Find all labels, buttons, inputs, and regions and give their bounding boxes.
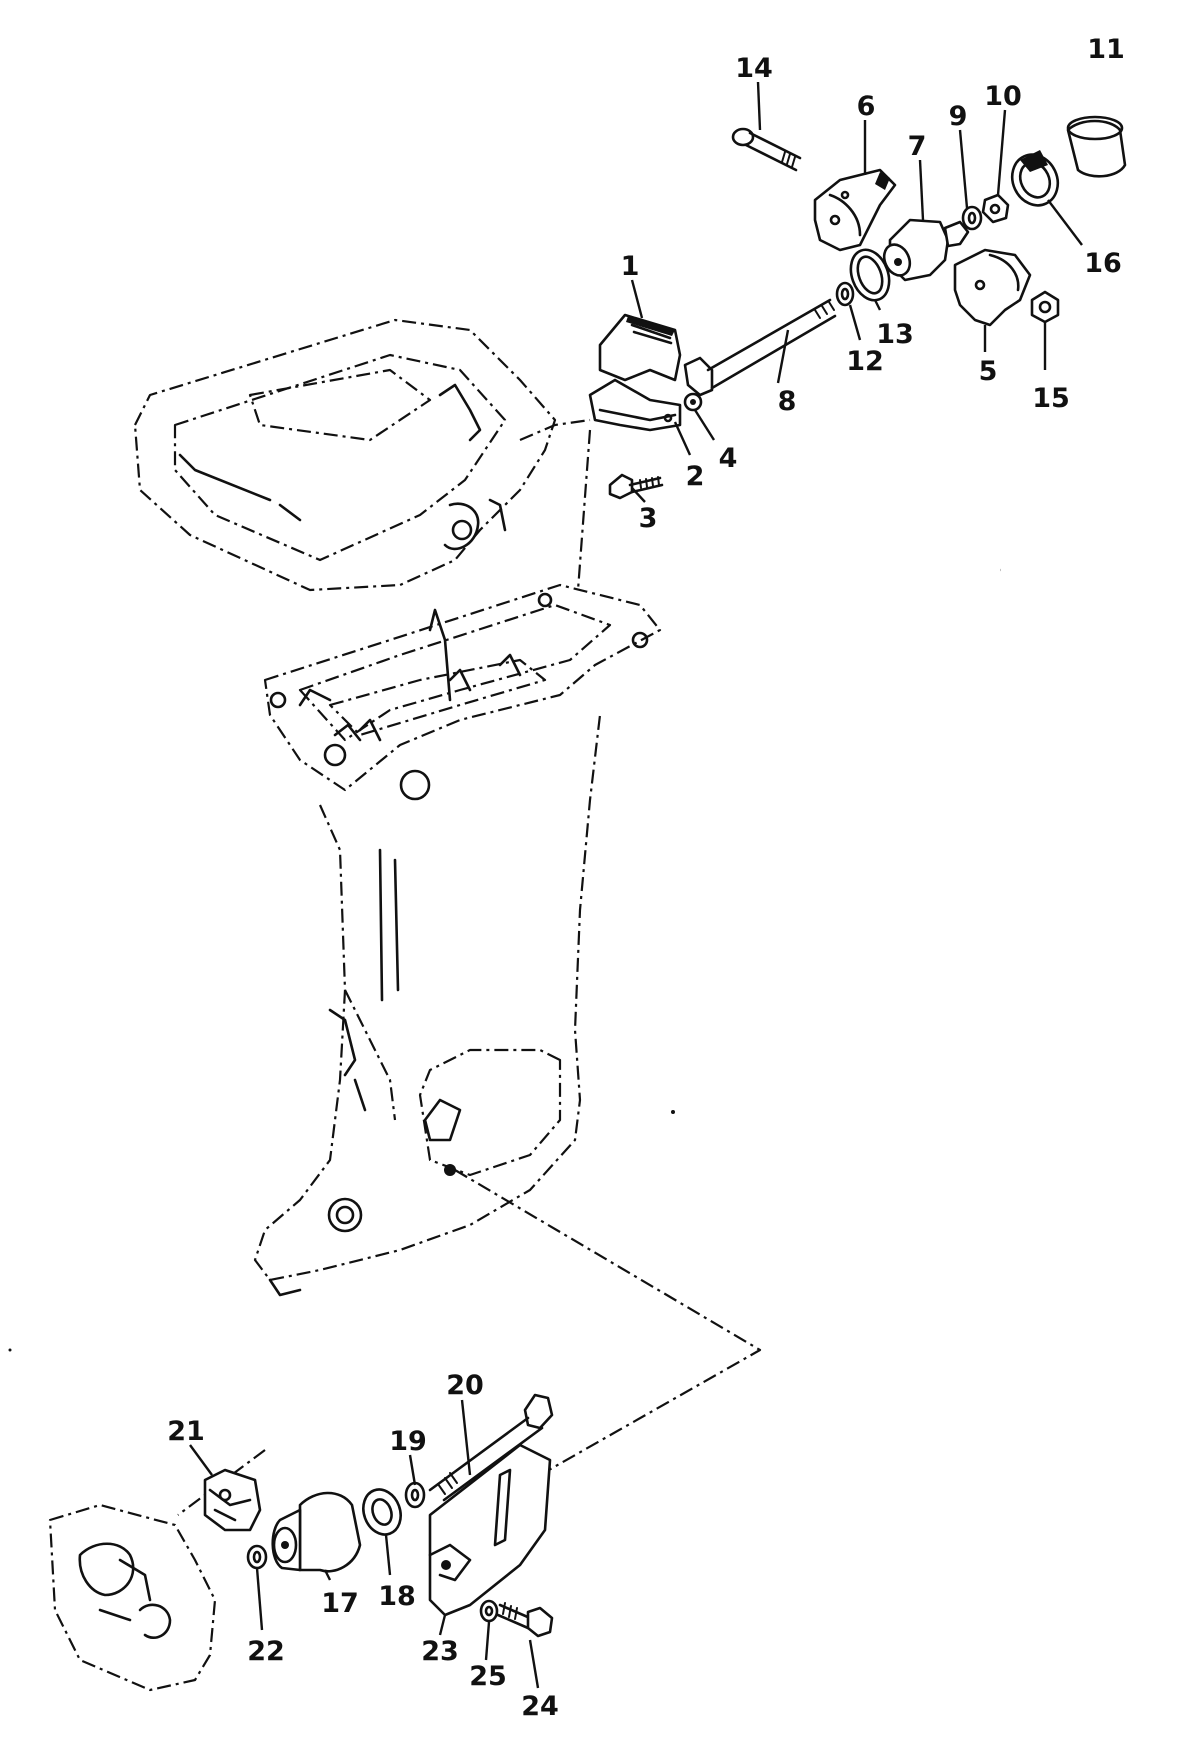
callout-14: 14 [735,53,773,84]
leader-1 [630,279,644,319]
callout-10: 10 [984,81,1022,112]
callout-3: 3 [639,503,658,534]
callout-12: 12 [846,346,884,377]
part-1-bracket [598,313,682,382]
leader-23 [438,1614,447,1636]
part-16-clamp [1010,150,1060,207]
leader-7 [918,159,925,221]
leader-12 [848,304,862,341]
callout-24: 24 [521,1691,559,1722]
callout-13: 13 [876,319,914,350]
callout-23: 23 [421,1636,459,1667]
leader-20 [460,1399,472,1476]
callout-11: 11 [1087,34,1125,65]
callout-22: 22 [247,1636,285,1667]
leader-9 [958,129,969,209]
leader-10 [996,109,1007,196]
part-21-clamp [203,1468,262,1532]
leader-17 [323,1569,332,1581]
part-8-bolt [683,298,837,397]
callout-4: 4 [719,443,738,474]
part-4-nut [683,392,703,412]
part-2-bracket [588,378,682,432]
callout-labels: 1 2 3 4 5 6 7 8 9 10 11 12 13 14 15 16 1… [167,34,1125,1722]
part-10-nut [981,193,1010,224]
part-17-mount [271,1491,362,1573]
leader-4 [693,409,716,441]
leader-21 [189,1444,213,1476]
part-19-washer [404,1481,426,1509]
part-15-nut [1030,290,1060,324]
part-9-washer [961,205,983,231]
part-14-bolt [731,127,802,172]
callout-21: 21 [167,1416,205,1447]
part-22-washer [246,1544,268,1570]
part-11-cap [1066,115,1127,178]
part-18-spacer [362,1488,402,1536]
callout-2: 2 [686,461,705,492]
part-7-mount [882,218,970,282]
alignment-lines [177,418,762,1516]
leader-24 [528,1639,540,1689]
phantom-top-cover [133,318,557,592]
callout-19: 19 [389,1426,427,1457]
part-25-washer [479,1599,499,1623]
callout-25: 25 [469,1661,507,1692]
callout-7: 7 [908,131,927,162]
callout-9: 9 [949,101,968,132]
part-6-clamp [813,168,897,252]
part-20-bolt [428,1393,554,1502]
leader-3 [631,487,646,503]
leader-16 [1047,199,1083,246]
part-3-bolt [608,473,664,500]
phantom-lower-bracket [48,1503,217,1692]
callout-8: 8 [778,386,797,417]
callout-17: 17 [321,1588,359,1619]
leader-8 [776,329,790,384]
part-24-bolt [496,1602,554,1638]
callout-5: 5 [979,356,998,387]
part-23-plate [428,1443,552,1617]
callout-15: 15 [1032,383,1070,414]
leader-19 [408,1454,417,1486]
leader-13 [873,299,882,311]
callout-6: 6 [857,91,876,122]
callout-18: 18 [378,1581,416,1612]
callout-1: 1 [621,251,640,282]
leader-lines [189,81,1083,1689]
callout-20: 20 [446,1370,484,1401]
leader-14 [756,81,762,131]
phantom-driveshaft-housing [253,583,662,1297]
leader-18 [384,1534,392,1576]
part-5-clamp [953,248,1032,327]
leader-2 [673,421,692,456]
callout-16: 16 [1084,248,1122,279]
part-12-washer [835,281,855,307]
stray-dots [8,1110,675,1352]
leader-22 [255,1567,264,1631]
leader-25 [484,1621,491,1661]
